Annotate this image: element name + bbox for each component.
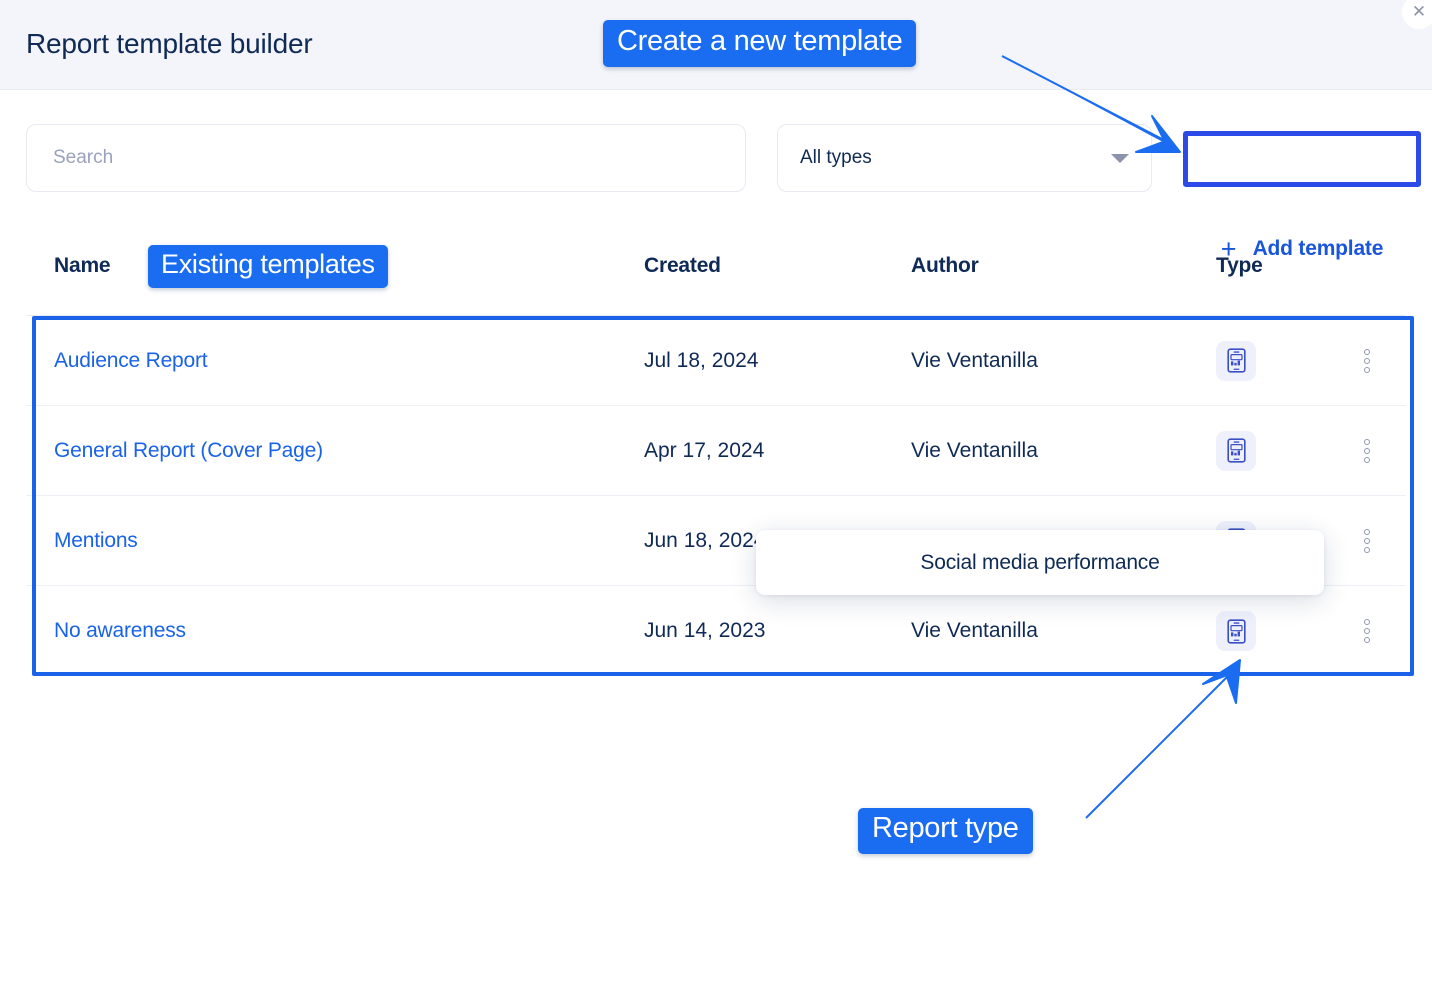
add-template-button[interactable]: + Add template (1186, 223, 1418, 275)
template-type-cell (1216, 611, 1256, 651)
template-author: Vie Ventanilla (911, 438, 1038, 462)
annotation-existing-templates: Existing templates (148, 245, 388, 288)
table-row[interactable]: No awareness Jun 14, 2023 Vie Ventanilla (26, 586, 1406, 676)
table-header-row: Name Created Author Type (26, 220, 1406, 316)
more-vertical-icon[interactable] (1350, 344, 1384, 378)
dot (1364, 357, 1370, 364)
more-vertical-icon[interactable] (1350, 434, 1384, 468)
annotation-create-new-template: Create a new template (603, 20, 917, 67)
dot (1364, 348, 1370, 355)
dot (1364, 438, 1370, 445)
column-header-created[interactable]: Created (644, 254, 721, 277)
dot (1364, 546, 1370, 553)
dot (1364, 366, 1370, 373)
dot (1364, 528, 1370, 535)
dot (1364, 619, 1370, 625)
dot (1364, 447, 1370, 454)
page-title: Report template builder (26, 28, 313, 59)
column-header-type[interactable]: Type (1216, 254, 1263, 277)
template-author: Vie Ventanilla (911, 348, 1038, 372)
template-created-date: Jul 18, 2024 (644, 348, 759, 372)
type-filter-label: All types (800, 147, 872, 168)
page-header: Report template builder (0, 0, 1432, 90)
mobile-report-icon[interactable] (1216, 430, 1256, 471)
template-name-link[interactable]: General Report (Cover Page) (54, 438, 323, 462)
type-filter-select[interactable]: All types (777, 124, 1152, 192)
annotation-report-type: Report type (858, 808, 1033, 854)
dot (1364, 456, 1370, 463)
close-icon[interactable]: ✕ (1402, 0, 1432, 29)
template-type-cell (1216, 340, 1256, 381)
template-created-date: Jun 14, 2023 (644, 619, 766, 642)
table-body: Audience Report Jul 18, 2024 Vie Ventani… (26, 316, 1406, 676)
template-name-link[interactable]: Audience Report (54, 348, 208, 372)
templates-table: Name Created Author Type Audience Report… (0, 220, 1432, 676)
more-vertical-icon[interactable] (1350, 524, 1384, 558)
toolbar: All types + Add template (0, 90, 1432, 275)
template-created-date: Apr 17, 2024 (644, 438, 765, 462)
mobile-report-icon[interactable] (1216, 340, 1256, 381)
dot (1364, 537, 1370, 544)
plus-icon: + (1220, 233, 1237, 264)
mobile-report-icon[interactable] (1216, 611, 1256, 651)
table-row[interactable]: General Report (Cover Page) Apr 17, 2024… (26, 406, 1406, 496)
template-created-date: Jun 18, 2024 (644, 528, 766, 552)
table-row[interactable]: Audience Report Jul 18, 2024 Vie Ventani… (26, 316, 1406, 406)
add-template-label: Add template (1252, 237, 1384, 260)
template-author: Vie Ventanilla (911, 619, 1038, 642)
template-name-link[interactable]: No awareness (54, 619, 186, 642)
template-name-link[interactable]: Mentions (54, 528, 138, 552)
type-tooltip: Social media performance (756, 530, 1324, 595)
chevron-down-icon (1111, 153, 1129, 163)
template-type-cell (1216, 430, 1256, 471)
dot (1364, 637, 1370, 643)
dot (1364, 628, 1370, 634)
more-vertical-icon[interactable] (1350, 614, 1384, 648)
tooltip-text: Social media performance (920, 550, 1160, 574)
column-header-name[interactable]: Name (54, 254, 111, 277)
search-input[interactable] (26, 124, 746, 192)
column-header-author[interactable]: Author (911, 254, 979, 277)
